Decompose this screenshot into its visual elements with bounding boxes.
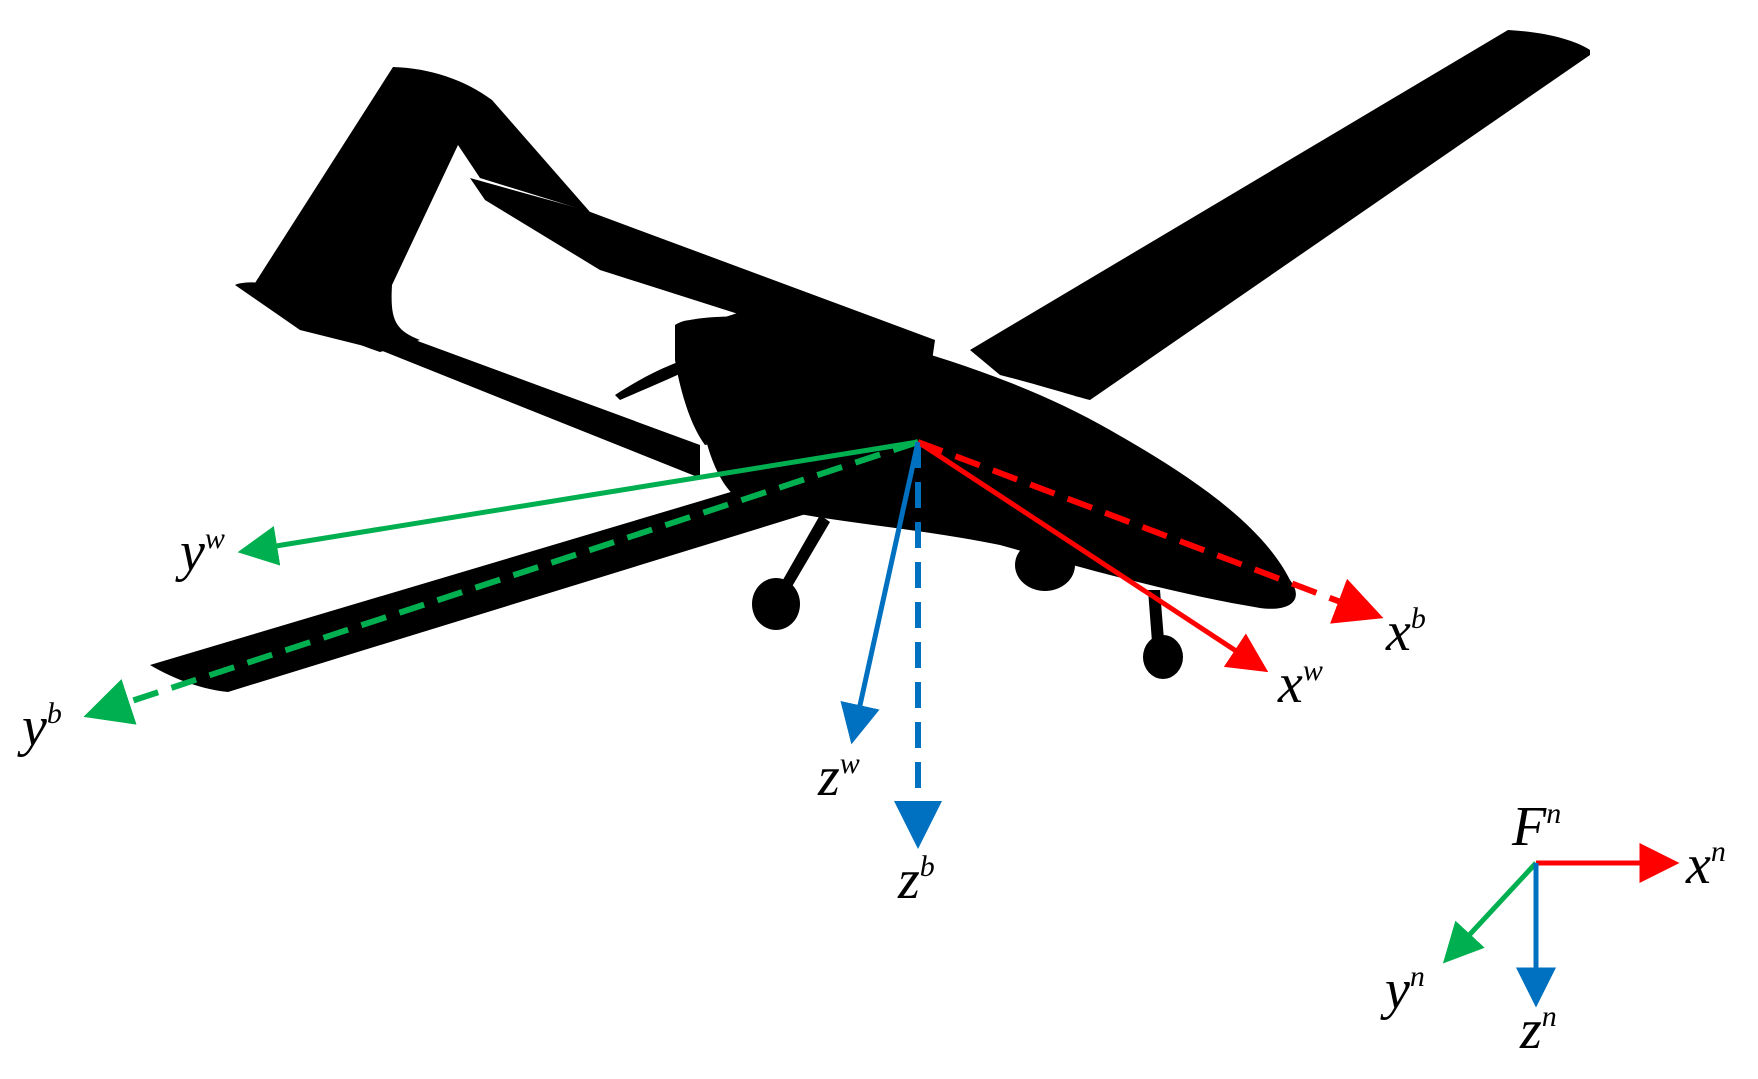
label-yn-sup: n xyxy=(1410,960,1425,993)
label-zn-sup: n xyxy=(1542,1000,1557,1033)
label-yb-sup: b xyxy=(47,697,62,730)
wind-frame-axes xyxy=(237,439,1269,745)
engine-cowling xyxy=(675,319,760,445)
label-xn-base: x xyxy=(1685,834,1711,896)
label-xb-base: x xyxy=(1385,601,1411,663)
label-Fn-base: F xyxy=(1511,796,1547,858)
label-yw: yw xyxy=(175,521,225,583)
label-yb: yb xyxy=(17,696,62,758)
label-xn-sup: n xyxy=(1711,835,1726,868)
label-zw: zw xyxy=(817,746,860,808)
label-Fn-sup: n xyxy=(1546,797,1561,830)
landing-gear-left xyxy=(780,515,830,590)
tail-fin xyxy=(255,67,590,352)
fuselage xyxy=(690,316,1296,609)
right-wing xyxy=(970,30,1590,400)
label-yn: yn xyxy=(1380,959,1425,1021)
propeller xyxy=(615,302,782,400)
uav-silhouette xyxy=(150,30,1590,692)
yn-axis xyxy=(1442,861,1538,964)
xb-axis xyxy=(916,439,1384,624)
label-zn: zn xyxy=(1519,999,1557,1061)
yb-axis xyxy=(83,439,919,725)
body-frame-axes xyxy=(83,439,1384,849)
label-xn: xn xyxy=(1685,834,1726,896)
label-xb: xb xyxy=(1385,601,1426,663)
wheel-left xyxy=(752,578,800,630)
label-yw-sup: w xyxy=(205,522,225,555)
wheel-right xyxy=(1143,635,1183,679)
label-yb-base: y xyxy=(17,696,47,758)
label-yn-base: y xyxy=(1380,959,1410,1021)
label-yw-base: y xyxy=(175,521,205,583)
label-Fn: Fn xyxy=(1511,796,1561,858)
yw-axis xyxy=(237,439,919,566)
zw-axis xyxy=(840,441,921,745)
axis-labels: yw yb xb xw zw zb Fn xn yn zn xyxy=(17,521,1726,1061)
label-xw: xw xyxy=(1277,653,1323,715)
xw-axis xyxy=(916,439,1269,673)
label-zb-base: z xyxy=(897,849,920,911)
label-zw-base: z xyxy=(817,746,840,808)
wheel-center xyxy=(1015,539,1075,591)
label-xw-base: x xyxy=(1277,653,1303,715)
label-zb-sup: b xyxy=(920,850,935,883)
label-zw-sup: w xyxy=(840,747,860,780)
label-zb: zb xyxy=(897,849,935,911)
label-zn-base: z xyxy=(1519,999,1542,1061)
label-xw-sup: w xyxy=(1303,654,1323,687)
label-xb-sup: b xyxy=(1411,602,1426,635)
nav-frame-axes xyxy=(1442,843,1680,1008)
tail-boom-upper xyxy=(470,178,935,375)
